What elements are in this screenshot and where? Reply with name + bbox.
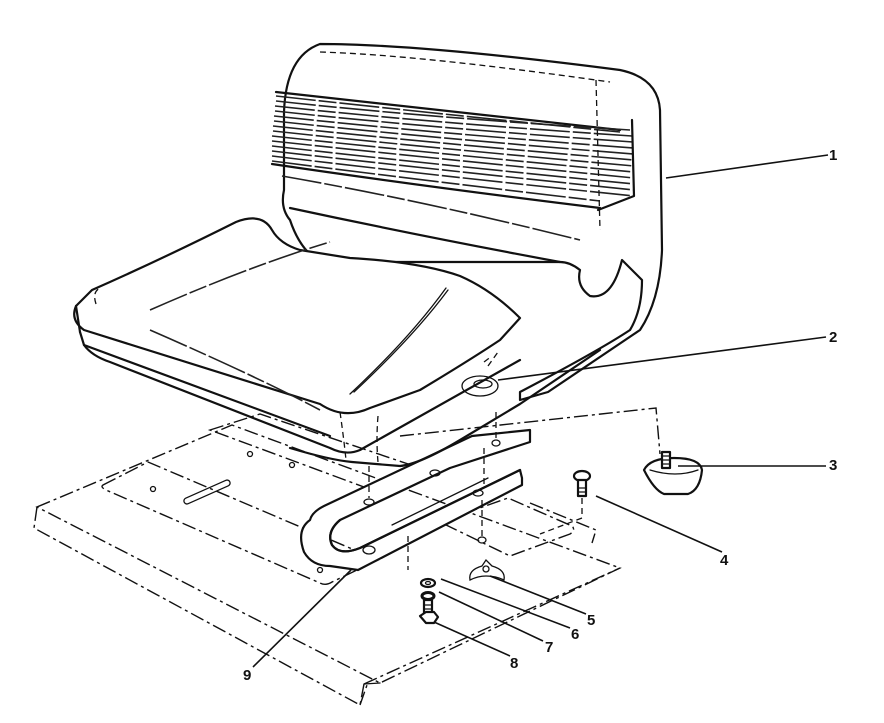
leader-line-4: [595, 495, 723, 553]
seat-adjust-knob: [461, 351, 499, 397]
callout-7: 7: [545, 639, 554, 656]
leader-line-1: [665, 154, 829, 179]
callout-9: 9: [243, 667, 252, 684]
leader-line-2: [497, 336, 827, 381]
backrest-ribs: [271, 95, 635, 202]
leader-line-9: [252, 569, 352, 668]
leader-line-7: [438, 591, 544, 642]
callout-5: 5: [587, 612, 596, 629]
wing-nut: [469, 558, 505, 581]
callout-leaders: [252, 154, 829, 668]
leader-line-8: [433, 621, 511, 657]
carriage-bolt: [539, 469, 592, 535]
callout-6: 6: [571, 626, 580, 643]
callout-3: 3: [829, 457, 838, 474]
callout-2: 2: [829, 329, 838, 346]
leader-line-6: [440, 578, 571, 629]
callout-4: 4: [720, 552, 729, 569]
seat-rail-bracket: [299, 412, 532, 572]
seat-cushion: [73, 42, 664, 468]
fastener-stack: [407, 536, 440, 625]
callout-1: 1: [829, 147, 838, 164]
leader-line-5: [489, 575, 587, 615]
callout-8: 8: [510, 655, 519, 672]
rubber-bumper: [399, 407, 704, 496]
